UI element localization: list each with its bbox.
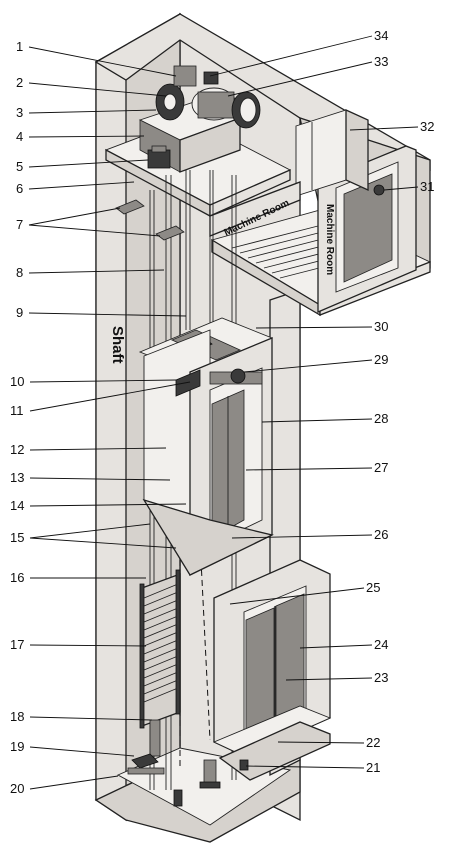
callout-7: 7 <box>16 217 23 232</box>
callout-14: 14 <box>10 498 24 513</box>
callout-29: 29 <box>374 352 388 367</box>
callout-25: 25 <box>366 580 380 595</box>
callout-21: 21 <box>366 760 380 775</box>
callout-15: 15 <box>10 530 24 545</box>
traction-machine <box>138 65 261 173</box>
callout-32: 32 <box>420 119 434 134</box>
callout-34: 34 <box>374 28 388 43</box>
callout-23: 23 <box>374 670 388 685</box>
landing-door <box>212 559 332 781</box>
callout-22: 22 <box>366 735 380 750</box>
callout-24: 24 <box>374 637 388 652</box>
callout-4: 4 <box>16 129 23 144</box>
callout-13: 13 <box>10 470 24 485</box>
callout-20: 20 <box>10 781 24 796</box>
callout-6: 6 <box>16 181 23 196</box>
callout-28: 28 <box>374 411 388 426</box>
counterweight <box>139 569 181 729</box>
machine-room-side-label: Machine Room <box>324 204 335 275</box>
left-callouts: 1 2 3 4 5 6 7 8 9 10 11 12 13 14 15 16 1… <box>10 39 191 796</box>
callout-31: 31 <box>420 179 434 194</box>
callout-17: 17 <box>10 637 24 652</box>
callout-26: 26 <box>374 527 388 542</box>
right-callouts: 34 33 32 31 30 29 28 27 26 25 24 23 22 2… <box>209 28 434 775</box>
callout-16: 16 <box>10 570 24 585</box>
elevator-car <box>138 317 274 577</box>
callout-1: 1 <box>16 39 23 54</box>
callout-30: 30 <box>374 319 388 334</box>
callout-19: 19 <box>10 739 24 754</box>
callout-12: 12 <box>10 442 24 457</box>
callout-18: 18 <box>10 709 24 724</box>
pit-equipment <box>127 719 249 807</box>
callout-5: 5 <box>16 159 23 174</box>
callout-9: 9 <box>16 305 23 320</box>
callout-27: 27 <box>374 460 388 475</box>
shaft-label: Shaft <box>109 326 126 364</box>
callout-10: 10 <box>10 374 24 389</box>
callout-33: 33 <box>374 54 388 69</box>
callout-11: 11 <box>10 403 24 418</box>
callout-3: 3 <box>16 105 23 120</box>
callout-2: 2 <box>16 75 23 90</box>
callout-8: 8 <box>16 265 23 280</box>
machine-room <box>94 13 432 317</box>
